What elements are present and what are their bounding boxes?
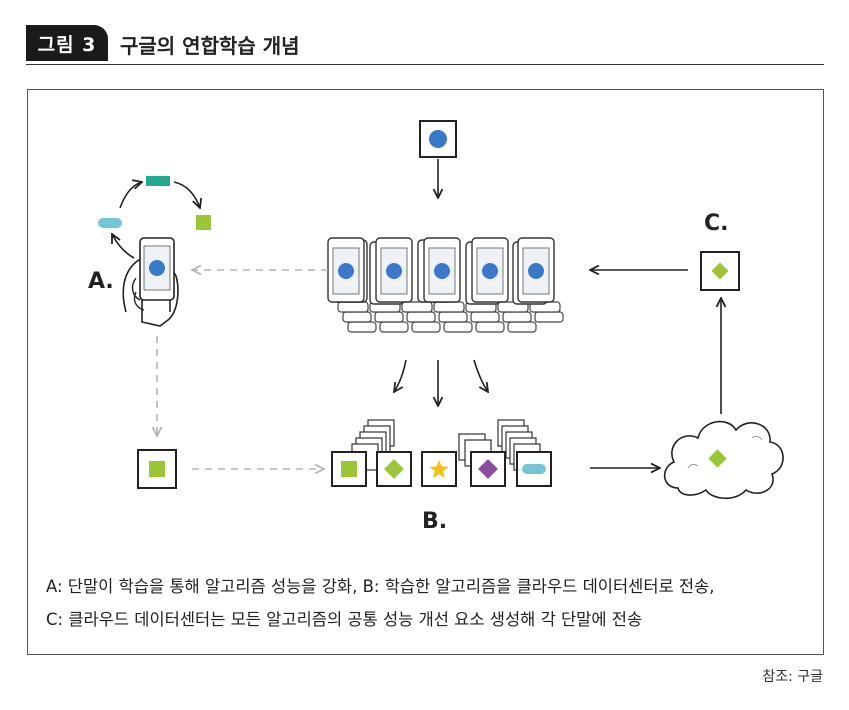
diamond-icon <box>384 459 404 479</box>
circle-icon <box>482 263 498 279</box>
diagram-frame: A. <box>27 89 824 655</box>
header-divider <box>26 64 824 65</box>
circle-icon <box>386 263 402 279</box>
label-b: B. <box>422 509 447 534</box>
figure-header: 그림 3 구글의 연합학습 개념 <box>26 25 824 67</box>
caption-line-2: C: 클라우드 데이터센터는 모든 알고리즘의 공통 성능 개선 요소 생성해 … <box>46 610 643 629</box>
square-icon <box>341 461 357 477</box>
label-a: A. <box>88 269 114 294</box>
arrow-stack-left <box>394 359 407 392</box>
diamond-icon <box>708 449 727 468</box>
cloud-icon <box>663 420 784 500</box>
shared-model-box <box>700 251 740 291</box>
training-cycle <box>98 176 211 259</box>
diamond-icon <box>478 459 498 479</box>
device-stack <box>327 237 564 333</box>
figure-badge: 그림 3 <box>26 25 108 61</box>
circle-icon <box>429 130 447 148</box>
top-model-box <box>419 120 457 158</box>
caption-line-1: A: 단말이 학습을 통해 알고리즘 성능을 강화, B: 학습한 알고리즘을 … <box>46 577 715 596</box>
arrow-stack-right <box>473 359 488 392</box>
circle-icon <box>338 263 354 279</box>
star-icon <box>429 460 449 478</box>
figure-title: 구글의 연합학습 개념 <box>120 34 300 58</box>
device-a <box>122 237 179 327</box>
diamond-icon <box>711 262 729 280</box>
federated-learning-diagram: A. <box>88 120 784 534</box>
hand-icon <box>122 256 179 327</box>
circle-icon <box>149 260 165 276</box>
model-updates <box>331 419 552 487</box>
source-credit: 참조: 구글 <box>762 669 823 685</box>
circle-icon <box>434 263 450 279</box>
circle-icon <box>528 263 544 279</box>
label-c: C. <box>704 211 729 236</box>
square-icon <box>149 461 165 477</box>
local-update-box <box>137 449 177 489</box>
